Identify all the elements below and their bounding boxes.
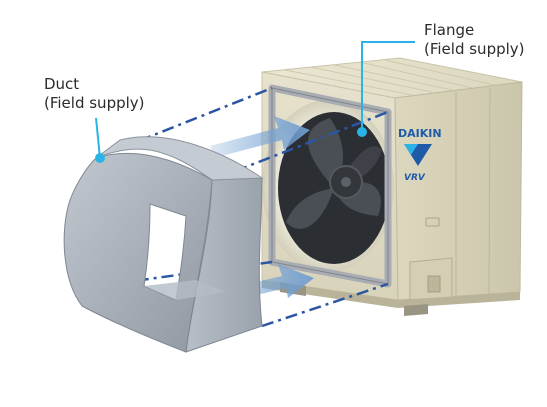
fan-assembly: [262, 100, 394, 272]
flange-label-line1: Flange: [424, 21, 475, 39]
fan-hub-center: [341, 177, 351, 187]
unit-base: [262, 280, 520, 308]
duct-label-line2: (Field supply): [44, 94, 145, 112]
unit-side-handle: [425, 217, 440, 227]
flange-label: Flange (Field supply): [424, 21, 525, 59]
duct-front-frame: [63, 152, 213, 353]
duct-callout-line: [95, 117, 101, 159]
flange-label-line2: (Field supply): [424, 40, 525, 58]
duct-inner-floor: [144, 280, 226, 300]
daikin-logo-icon: DAIKIN: [398, 127, 442, 166]
callouts: [95, 41, 415, 163]
airflow-arrow-icon: [210, 116, 310, 158]
flange-callout-line: [361, 41, 415, 132]
duct-label-line1: Duct: [44, 75, 80, 93]
duct-side-wall: [185, 177, 263, 353]
unit-side-seams: [455, 87, 491, 296]
unit-top-ridges: [284, 59, 495, 96]
unit-service-slot: [427, 275, 441, 293]
duct-callout-dot: [95, 153, 105, 163]
duct: [63, 136, 264, 353]
unit-foot-right: [404, 304, 428, 316]
outdoor-unit: DAIKIN VRV: [261, 57, 523, 316]
brand-name: DAIKIN: [398, 127, 442, 140]
flange-callout-dot: [357, 127, 367, 137]
brand-model: VRV: [404, 173, 426, 183]
duct-top-wall: [95, 136, 264, 181]
duct-label: Duct (Field supply): [44, 75, 145, 113]
guide-line-bottom: [261, 282, 389, 328]
